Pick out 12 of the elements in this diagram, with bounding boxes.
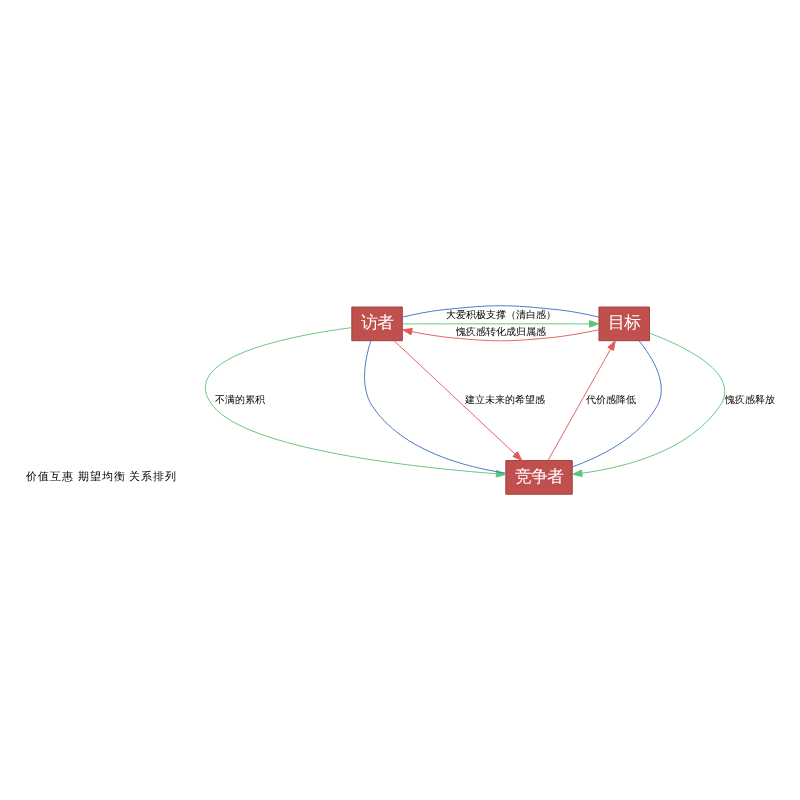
arrow — [205, 327, 507, 478]
connector — [364, 340, 507, 474]
arrow — [402, 327, 600, 342]
node-box: 竞争者 — [505, 460, 573, 495]
arrow — [547, 340, 616, 461]
arrow — [572, 332, 726, 477]
node-box: 目标 — [598, 306, 650, 342]
arrow — [393, 340, 523, 461]
node-box: 访者 — [351, 306, 403, 342]
arrow — [402, 320, 600, 328]
connector — [572, 340, 662, 468]
connector — [401, 305, 600, 318]
